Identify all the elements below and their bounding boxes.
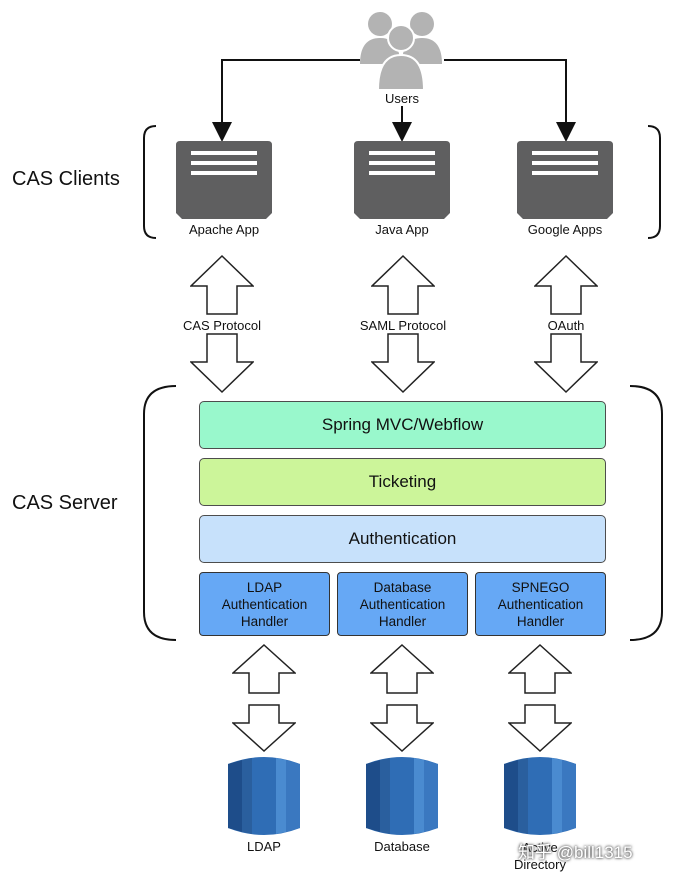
client-label-apache: Apache App [188, 222, 260, 237]
datastore-label-active-directory: Active Directory [513, 840, 566, 872]
layer-authentication: Authentication [199, 515, 606, 563]
clients-section-label: CAS Clients [12, 168, 120, 190]
client-label-google: Google Apps [527, 222, 603, 237]
client-label-java: Java App [375, 222, 429, 237]
ldap-database-icon [228, 757, 300, 835]
ldap-arrow [232, 644, 296, 752]
apache-app-icon [176, 141, 272, 219]
handler-spnego: SPNEGO Authentication Handler [475, 572, 606, 636]
watermark-text: 知乎 @bill1315 [518, 843, 633, 862]
layer-spring-mvc-webflow: Spring MVC/Webflow [199, 401, 606, 449]
users-to-google-line [444, 59, 576, 142]
handler-database: Database Authentication Handler [337, 572, 468, 636]
java-app-icon [354, 141, 450, 219]
users-label: Users [385, 91, 419, 106]
active-directory-database-icon [504, 757, 576, 835]
datastore-label-ldap: LDAP [247, 839, 281, 854]
clients-bracket [143, 125, 661, 239]
active-directory-arrow [508, 644, 572, 752]
protocol-label-oauth: OAuth [526, 318, 606, 333]
google-apps-icon [517, 141, 613, 219]
users-to-apache-line [212, 59, 360, 142]
server-bracket [143, 385, 663, 641]
database-icon [366, 757, 438, 835]
datastore-label-database: Database [374, 839, 430, 854]
users-icon [360, 12, 442, 91]
user-connectors [212, 59, 576, 142]
handler-ldap: LDAP Authentication Handler [199, 572, 330, 636]
database-arrow [370, 644, 434, 752]
layer-ticketing: Ticketing [199, 458, 606, 506]
server-section-label: CAS Server [12, 492, 118, 514]
protocol-label-saml: SAML Protocol [343, 318, 463, 333]
protocol-label-cas: CAS Protocol [164, 318, 280, 333]
